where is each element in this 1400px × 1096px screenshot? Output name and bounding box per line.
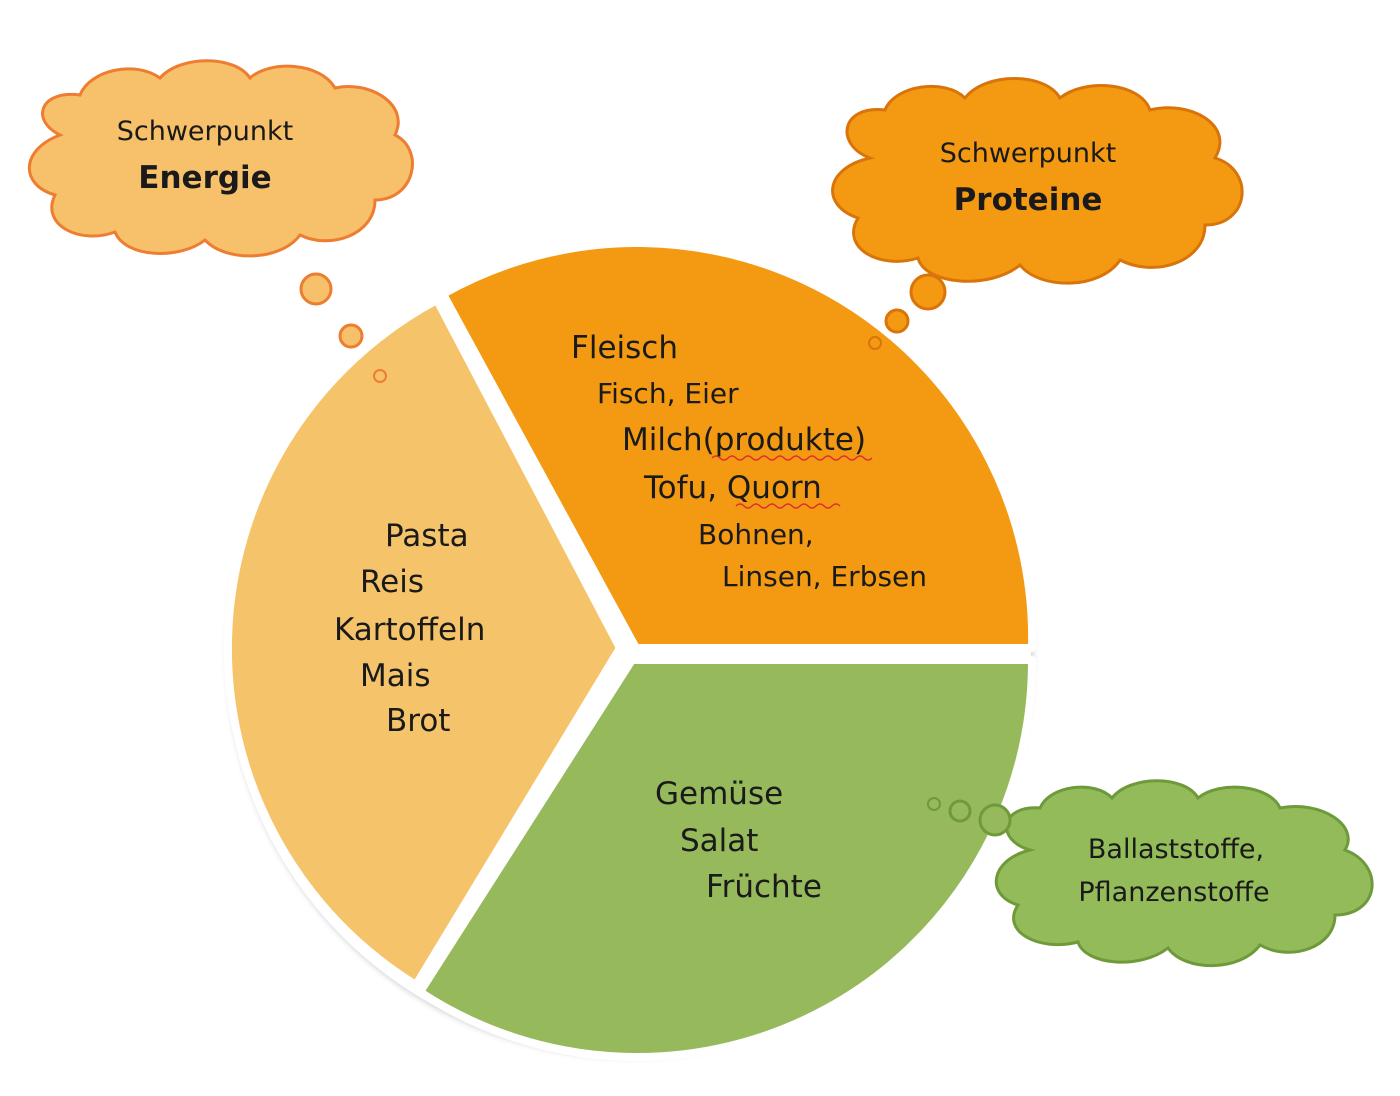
veg-item: Salat — [680, 823, 758, 859]
cloud-ballast-line1: Ballaststoffe, — [1088, 834, 1264, 865]
bubble-proteine-small — [868, 336, 882, 350]
segment-veg — [416, 656, 1037, 1061]
bubble-proteine-large — [909, 273, 947, 311]
carbs-item: Pasta — [385, 518, 469, 554]
protein-item: Fisch, Eier — [597, 377, 739, 410]
protein-item: Milch(produkte) — [622, 422, 866, 458]
cloud-proteine-shape — [831, 77, 1244, 285]
protein-item: Fleisch — [571, 330, 678, 366]
cloud-energie: Schwerpunkt Energie — [27, 59, 414, 258]
segment-carbs — [223, 296, 624, 989]
veg-item: Früchte — [706, 869, 822, 905]
carbs-item: Reis — [360, 564, 424, 600]
protein-item: Bohnen, — [698, 518, 814, 551]
carbs-list: Pasta Reis Kartoffeln Mais Brot — [334, 518, 485, 739]
bubble-energie-small — [373, 369, 387, 383]
bubble-energie-large — [299, 272, 333, 306]
cloud-proteine: Schwerpunkt Proteine — [831, 77, 1244, 285]
bubble-proteine-medium — [884, 308, 910, 334]
carbs-item: Kartoffeln — [334, 612, 485, 648]
protein-item: Linsen, Erbsen — [722, 560, 927, 593]
cloud-proteine-line1: Schwerpunkt — [940, 138, 1116, 169]
cloud-ballast-shape — [994, 779, 1374, 968]
veg-list: Gemüse Salat Früchte — [655, 776, 822, 905]
protein-list: Fleisch Fisch, Eier Milch(produkte) Tofu… — [571, 330, 927, 593]
bubble-ballast-small — [927, 797, 941, 811]
cloud-energie-line1: Schwerpunkt — [117, 116, 293, 147]
bubble-ballast-medium — [948, 799, 972, 823]
protein-item: Tofu, Quorn — [643, 470, 822, 506]
segment-protein — [439, 239, 1037, 652]
carbs-item: Mais — [360, 658, 431, 694]
cloud-proteine-line2: Proteine — [954, 182, 1103, 218]
spellcheck-underline — [711, 455, 873, 461]
cloud-energie-shape — [27, 59, 414, 258]
carbs-item: Brot — [386, 703, 450, 739]
bubble-energie-medium — [338, 323, 364, 349]
cloud-energie-line2: Energie — [138, 160, 271, 196]
spellcheck-underline — [735, 503, 841, 509]
veg-item: Gemüse — [655, 776, 783, 812]
cloud-ballast-line2: Pflanzenstoffe — [1078, 877, 1269, 908]
bubble-ballast-large — [978, 803, 1012, 837]
cloud-ballast: Ballaststoffe, Pflanzenstoffe — [994, 779, 1374, 968]
